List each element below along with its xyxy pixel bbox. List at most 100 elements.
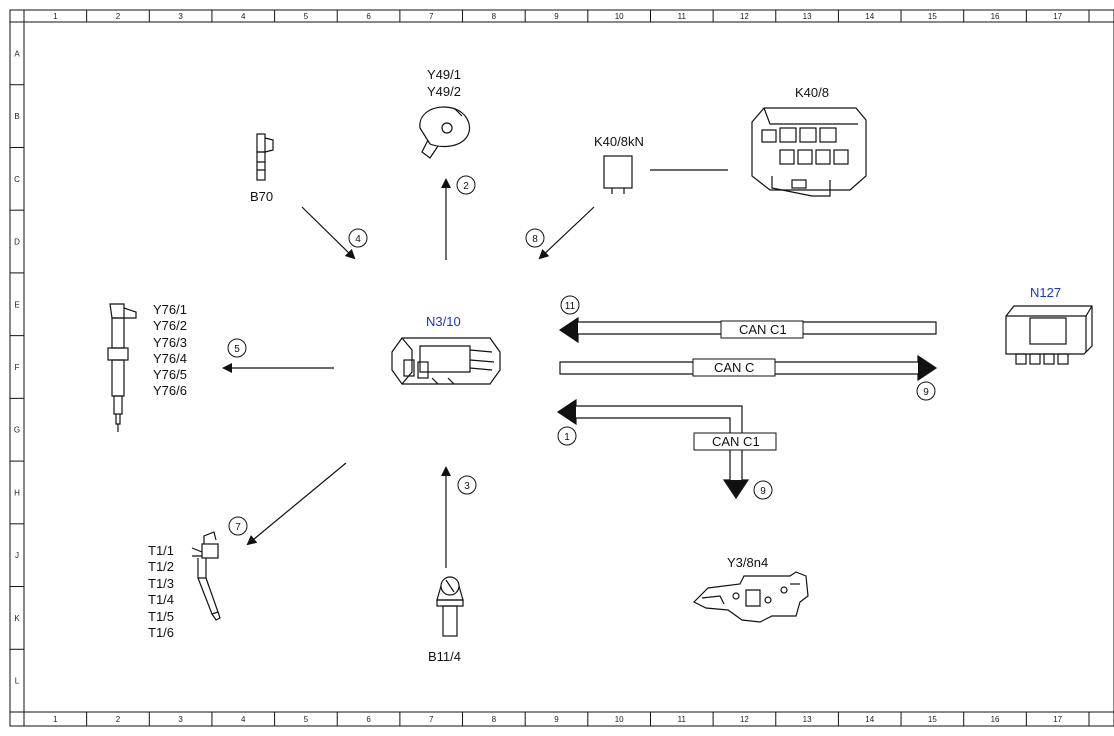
label-y76-5: Y76/5 (153, 367, 187, 382)
svg-text:4: 4 (355, 234, 361, 245)
column-label: 1 (53, 12, 58, 21)
marker-9a (916, 381, 936, 401)
can-c-label: CAN C (714, 360, 754, 375)
label-y76-3: Y76/3 (153, 335, 187, 350)
column-label: 1 (53, 715, 58, 724)
column-label: 13 (803, 715, 812, 724)
b70-sensor-icon (256, 133, 274, 181)
arrow-relay-to-ecu (538, 206, 595, 260)
marker-8 (525, 228, 545, 248)
column-label: 13 (803, 12, 812, 21)
column-label: 15 (928, 12, 937, 21)
svg-text:3: 3 (464, 481, 470, 492)
can-c1-top-bus: CAN C1 (558, 316, 937, 344)
ignition-coil-icon (191, 531, 221, 621)
svg-text:9: 9 (760, 486, 766, 497)
can-c1-bottom-bus: CAN C1 (556, 398, 777, 500)
column-label: 4 (241, 715, 246, 724)
label-t1-5: T1/5 (148, 609, 174, 624)
marker-4 (348, 228, 368, 248)
marker-5 (227, 338, 247, 358)
label-t1-3: T1/3 (148, 576, 174, 591)
arrow-b70-to-ecu (301, 206, 356, 260)
label-y49-1: Y49/1 (427, 67, 461, 82)
column-label: 11 (678, 12, 687, 21)
row-label: J (15, 551, 19, 560)
column-label: 7 (429, 12, 434, 21)
column-label: 12 (740, 715, 749, 724)
can-c1-bottom-label: CAN C1 (712, 434, 760, 449)
column-label: 10 (615, 715, 624, 724)
column-label: 15 (928, 715, 937, 724)
label-y76-6: Y76/6 (153, 383, 187, 398)
engine-control-unit-icon (391, 337, 501, 385)
row-label: L (15, 677, 20, 686)
label-y49-2: Y49/2 (427, 84, 461, 99)
row-label: E (14, 300, 19, 309)
column-label: 2 (116, 12, 121, 21)
fuse-box-icon (751, 107, 867, 197)
column-label: 17 (1053, 12, 1062, 21)
label-t1-4: T1/4 (148, 592, 174, 607)
label-y3-8n4: Y3/8n4 (727, 555, 768, 570)
svg-text:9: 9 (923, 387, 929, 398)
column-label: 7 (429, 715, 434, 724)
signal-lines (222, 169, 728, 568)
label-t1-1: T1/1 (148, 543, 174, 558)
column-label: 6 (366, 12, 371, 21)
row-label: C (14, 175, 20, 184)
column-label: 17 (1053, 715, 1062, 724)
can-c1-top-label: CAN C1 (739, 322, 787, 337)
svg-text:1: 1 (564, 432, 570, 443)
column-label: 8 (492, 715, 497, 724)
svg-text:5: 5 (234, 344, 240, 355)
svg-text:7: 7 (235, 522, 241, 533)
label-k40-8: K40/8 (795, 85, 829, 100)
column-label: 16 (991, 715, 1000, 724)
svg-text:8: 8 (532, 234, 538, 245)
label-t1-2: T1/2 (148, 559, 174, 574)
temperature-sensor-icon (436, 576, 464, 637)
column-label: 9 (554, 715, 559, 724)
column-label: 5 (304, 12, 309, 21)
row-label: H (14, 488, 20, 497)
row-label: K (14, 614, 20, 623)
label-b70: B70 (250, 189, 273, 204)
relay-icon (603, 155, 633, 194)
outer-frame (9, 9, 1114, 727)
label-k40-8kn: K40/8kN (594, 134, 644, 149)
svg-text:2: 2 (463, 181, 469, 192)
label-t1-6: T1/6 (148, 625, 174, 640)
column-label: 5 (304, 715, 309, 724)
marker-7 (228, 516, 248, 536)
marker-3 (457, 475, 477, 495)
column-label: 2 (116, 715, 121, 724)
column-label: 4 (241, 12, 246, 21)
column-label: 3 (178, 12, 183, 21)
column-label: 16 (991, 12, 1000, 21)
control-unit-icon (1005, 305, 1093, 365)
row-label: B (14, 112, 19, 121)
column-label: 14 (865, 12, 874, 21)
column-label: 11 (678, 715, 687, 724)
row-label: G (14, 426, 20, 435)
row-label: F (15, 363, 20, 372)
can-c-bus: CAN C (559, 354, 938, 382)
label-n127: N127 (1030, 285, 1061, 300)
signal-number-markers (227, 175, 936, 536)
column-label: 8 (492, 12, 497, 21)
column-label: 14 (865, 715, 874, 724)
transmission-plate-icon (692, 571, 809, 623)
label-y76-2: Y76/2 (153, 318, 187, 333)
y49-actuator-icon (419, 106, 471, 159)
label-b11-4: B11/4 (428, 649, 461, 664)
label-y76-1: Y76/1 (153, 302, 187, 317)
signal-number-texts: 4 2 8 11 5 9 1 3 9 7 (234, 181, 929, 533)
injector-icon (107, 303, 137, 432)
marker-2 (456, 175, 476, 195)
marker-1 (557, 426, 577, 446)
